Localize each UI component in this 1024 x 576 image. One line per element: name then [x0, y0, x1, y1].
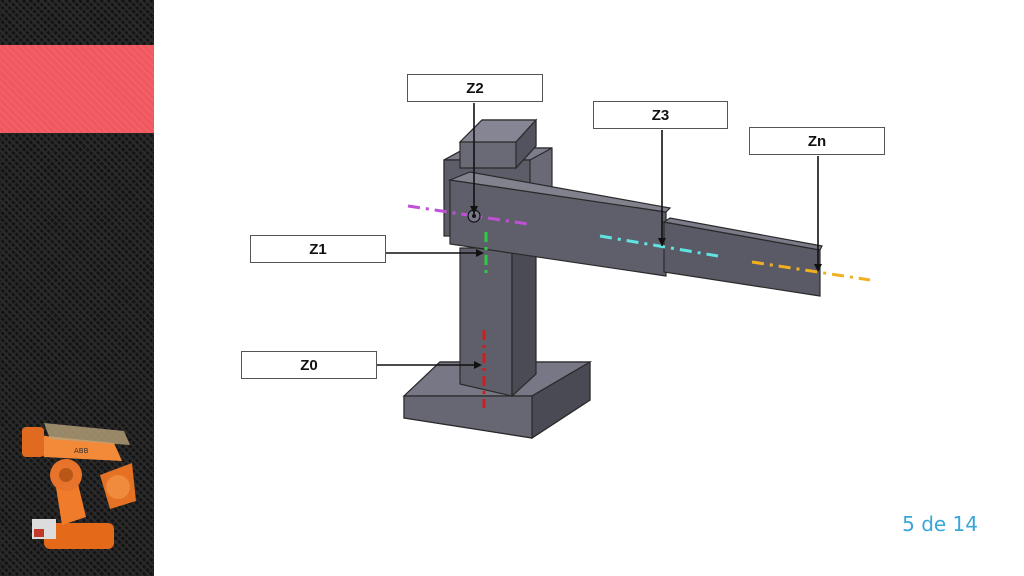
extension-link [662, 217, 823, 297]
column [459, 235, 537, 398]
accent-block [0, 45, 154, 133]
label-z2: Z2 [407, 74, 543, 102]
sidebar: ABB [0, 0, 154, 576]
industrial-robot-arm-icon: ABB [22, 423, 136, 549]
label-zn-text: Zn [807, 132, 827, 150]
cap-block [458, 118, 538, 170]
label-z0: Z0 [241, 351, 377, 379]
base-plate [402, 360, 593, 440]
arm-link [447, 171, 672, 277]
label-z0-text: Z0 [300, 356, 318, 374]
label-z3-text: Z3 [651, 106, 670, 124]
label-z2-text: Z2 [466, 79, 484, 97]
axis-zn-line [751, 260, 871, 282]
label-z1: Z1 [250, 235, 386, 263]
svg-text:ABB: ABB [74, 447, 89, 455]
label-z1-text: Z1 [309, 240, 327, 258]
axis-z3-line [599, 234, 719, 258]
page-indicator: 5 de 14 [902, 512, 978, 536]
label-zn: Zn [749, 127, 885, 155]
joint-z2-marker [467, 209, 481, 223]
label-z3: Z3 [593, 101, 728, 129]
